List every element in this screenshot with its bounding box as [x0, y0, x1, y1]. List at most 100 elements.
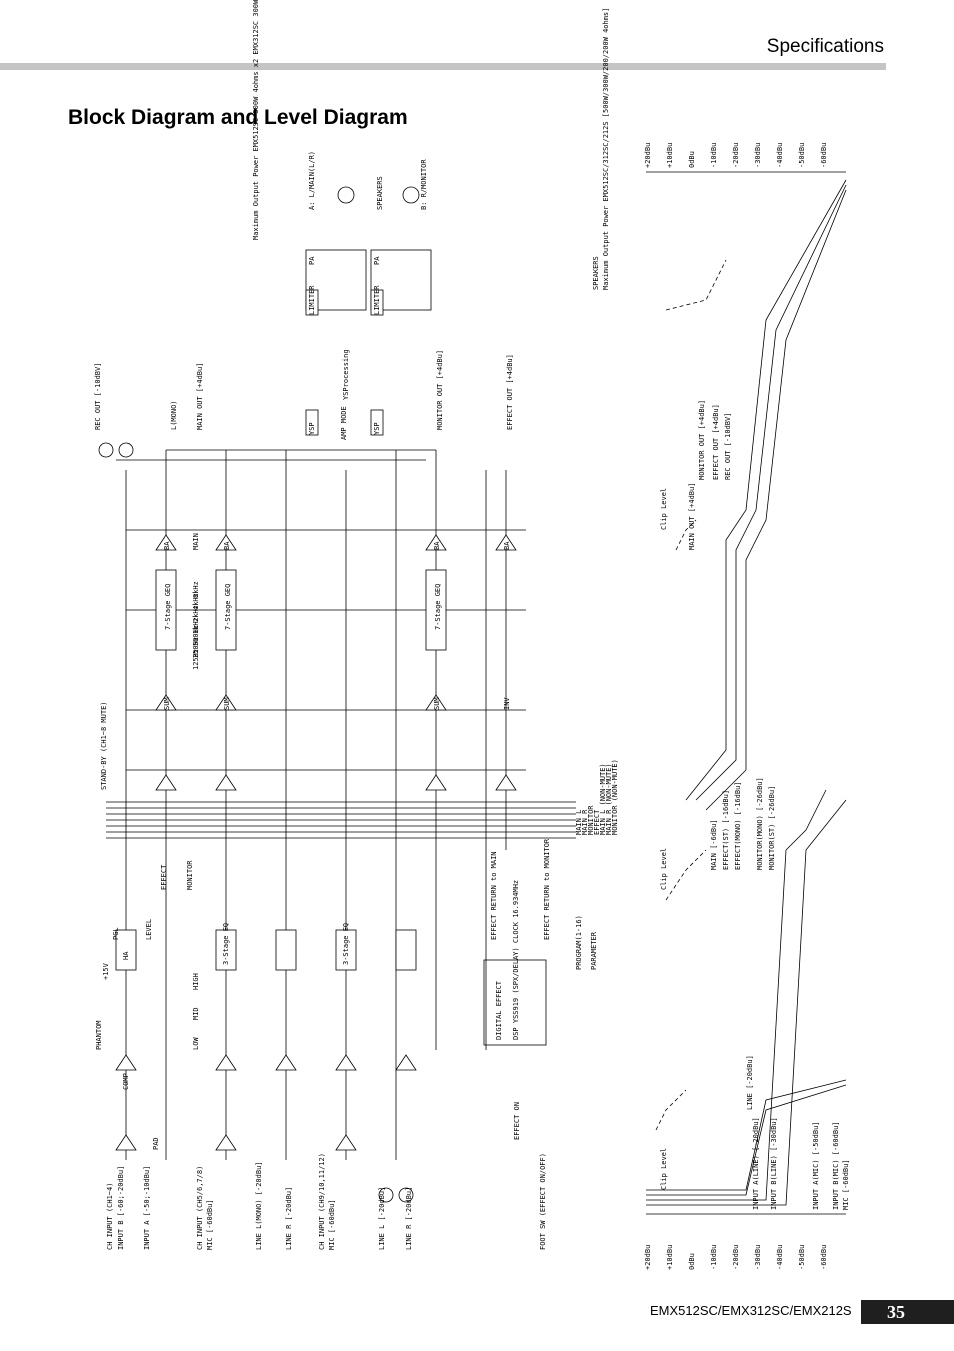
footer-models: EMX512SC/EMX312SC/EMX212S [650, 1303, 852, 1318]
scale-bottom-4: -20dBu [732, 1245, 740, 1270]
clip-level-label-2: Clip Level [660, 848, 668, 890]
ba-block-1: BA [163, 541, 171, 550]
lvl-monitor-st: MONITOR(ST) [-26dBu] [768, 786, 776, 870]
bus-main-r: MAIN R [581, 809, 589, 835]
scale-top-3: -10dBu [710, 143, 718, 168]
line-r2-label: LINE R [-20dBu] [405, 1187, 413, 1250]
lvl-speakers: SPEAKERS [592, 256, 600, 290]
eq3-block-2: 3-Stage EQ [342, 923, 350, 965]
digital-effect-label: DIGITAL EFFECT [495, 980, 503, 1040]
scale-top-8: -60dBu [820, 143, 828, 168]
phantom-voltage: +15V [102, 962, 110, 980]
bus-monitor-nonmute: MONITOR (NON-MUTE) [611, 759, 619, 835]
section-title: Specifications [766, 36, 884, 57]
line-l-mono-label: LINE L(MONO) [-20dBu] [255, 1161, 263, 1250]
bus-monitor: MONITOR [587, 805, 595, 835]
eq3-block-1: 3-Stage EQ [222, 923, 230, 965]
scale-bottom-2: 0dBu [688, 1253, 696, 1270]
standby-label: STAND-BY (CH1~8 MUTE) [100, 701, 108, 790]
input-ch9-12-label: CH INPUT (CH9/10,11/12) [318, 1153, 326, 1250]
speaker-a-label: A: L/MAIN(L/R) [308, 151, 316, 210]
line-r-label: LINE R [-20dBu] [285, 1187, 293, 1250]
ba-block-3: BA [433, 541, 441, 550]
ysp-block-2: YSP [373, 422, 381, 435]
low-knob-label: LOW [192, 1037, 200, 1050]
input-ch1-4-label: CH INPUT (CH1~4) [106, 1183, 114, 1250]
geq-block-1: 7-Stage GEQ [164, 584, 172, 630]
l-mono-label: L(MONO) [170, 400, 178, 430]
scale-bottom-0: +20dBu [644, 1245, 652, 1270]
effect-return-main-label: EFFECT RETURN to MAIN [490, 851, 498, 940]
clip-level-label-3: Clip Level [660, 488, 668, 530]
mid-knob-label: MID [192, 1007, 200, 1020]
geq-band-8k: 8kHz [192, 581, 200, 598]
speakers-label: SPEAKERS [376, 176, 384, 210]
geq-band-4k: 4kHz [192, 593, 200, 610]
limiter-block-1: LIMITER [308, 285, 316, 315]
monitor-knob-label: MONITOR [186, 860, 194, 890]
lvl-input-bmic: INPUT B(MIC) [-60dBu] [832, 1121, 840, 1210]
bus-main-l-nonmute: MAIN L (NON-MUTE) [599, 763, 607, 835]
effect-return-monitor-label: EFFECT RETURN to MONITOR [543, 838, 551, 940]
limiter-block-2: LIMITER [373, 285, 381, 315]
max-power-label: Maximum Output Power EMX512SC 500W 4ohms… [252, 0, 260, 240]
ba-block-4: BA [503, 541, 511, 550]
lvl-mic: MIC [-60dBu] [842, 1159, 850, 1210]
lvl-monitor-out: MONITOR OUT [+4dBu] [698, 400, 706, 480]
header-rule [0, 63, 886, 70]
lvl-rec-out: REC OUT [-10dBV] [724, 413, 732, 480]
ha-block-1: HA [122, 951, 130, 960]
scale-top-0: +20dBu [644, 143, 652, 168]
ysp-block-1: YSP [308, 422, 316, 435]
mic-label: MIC [-60dBu] [206, 1199, 214, 1250]
ba-block-2: BA [223, 541, 231, 550]
line-l2-label: LINE L [-20dBu] [378, 1187, 386, 1250]
rec-out-label: REC OUT [-10dBV] [94, 363, 102, 430]
mic2-label: MIC [-60dBu] [328, 1199, 336, 1250]
dsp-label: DSP YSS919 (SPX/DELAY) CLOCK 16.934MHz [512, 880, 520, 1040]
lvl-effect-mono: EFFECT(MONO) [-16dBu] [734, 781, 742, 870]
monitor-out-label: MONITOR OUT [+4dBu] [436, 350, 444, 430]
lvl-input-amic: INPUT A(MIC) [-50dBu] [812, 1121, 820, 1210]
geq-band-125: 125Hz [192, 649, 200, 670]
scale-bottom-5: -30dBu [754, 1245, 762, 1270]
effect-on-label: EFFECT ON [513, 1102, 521, 1140]
scale-top-2: 0dBu [688, 151, 696, 168]
geq-block-2: 7-Stage GEQ [224, 584, 232, 630]
page-heading: Block Diagram and Level Diagram [68, 106, 408, 129]
scale-top-6: -40dBu [776, 143, 784, 168]
input-ch5-8-label: CH INPUT (CH5/6,7/8) [196, 1166, 204, 1250]
lvl-line: LINE [-20dBu] [746, 1055, 754, 1110]
clip-level-label-1: Clip Level [660, 1148, 668, 1190]
pad-block: PAD [152, 1137, 160, 1150]
main-knob-label: MAIN [192, 533, 200, 550]
main-out-label: MAIN OUT [+4dBu] [196, 363, 204, 430]
scale-bottom-8: -60dBu [820, 1245, 828, 1270]
lvl-input-b: INPUT B(LINE) [-30dBu] [770, 1117, 778, 1210]
block-level-diagram: CH INPUT (CH1~4) INPUT B [-60;-20dBu] IN… [94, 0, 850, 1270]
geq-block-3: 7-Stage GEQ [434, 584, 442, 630]
scale-bottom-7: -50dBu [798, 1245, 806, 1270]
ysprocessing-label: YSProcessing [342, 349, 350, 400]
program-label: PROGRAM(1-16) [575, 915, 583, 970]
bus-main-r-nonmute: MAIN R (NON-MUTE) [605, 763, 613, 835]
inv-block: INV [503, 697, 511, 710]
high-knob-label: HIGH [192, 973, 200, 990]
geq-band-500: 500Hz [192, 625, 200, 646]
pa-block-2: PA [373, 256, 381, 265]
foot-sw-label: FOOT SW (EFFECT ON/OFF) [539, 1153, 547, 1250]
scale-bottom-1: +10dBu [666, 1245, 674, 1270]
effect-out-label: EFFECT OUT [+4dBu] [506, 354, 514, 430]
level-knob-label: LEVEL [145, 919, 153, 940]
input-a-label: INPUT A [-50;-10dBu] [143, 1166, 151, 1250]
pa-block-1: PA [308, 256, 316, 265]
lvl-input-a: INPUT A(LINE) [-20dBu] [752, 1117, 760, 1210]
amp-mode-label: AMP MODE [340, 406, 348, 440]
lvl-monitor-mono: MONITOR(MONO) [-26dBu] [756, 777, 764, 870]
effect-knob-label: EFFECT [160, 864, 168, 890]
comp-block: COMP [122, 1073, 130, 1090]
sum-block-2: SUM [223, 697, 231, 710]
lvl-effect-st: EFFECT(ST) [-16dBu] [722, 790, 730, 870]
scale-top-4: -20dBu [732, 143, 740, 168]
lvl-speakers-power: Maximum Output Power EMX512SC/312SC/212S… [602, 8, 610, 290]
